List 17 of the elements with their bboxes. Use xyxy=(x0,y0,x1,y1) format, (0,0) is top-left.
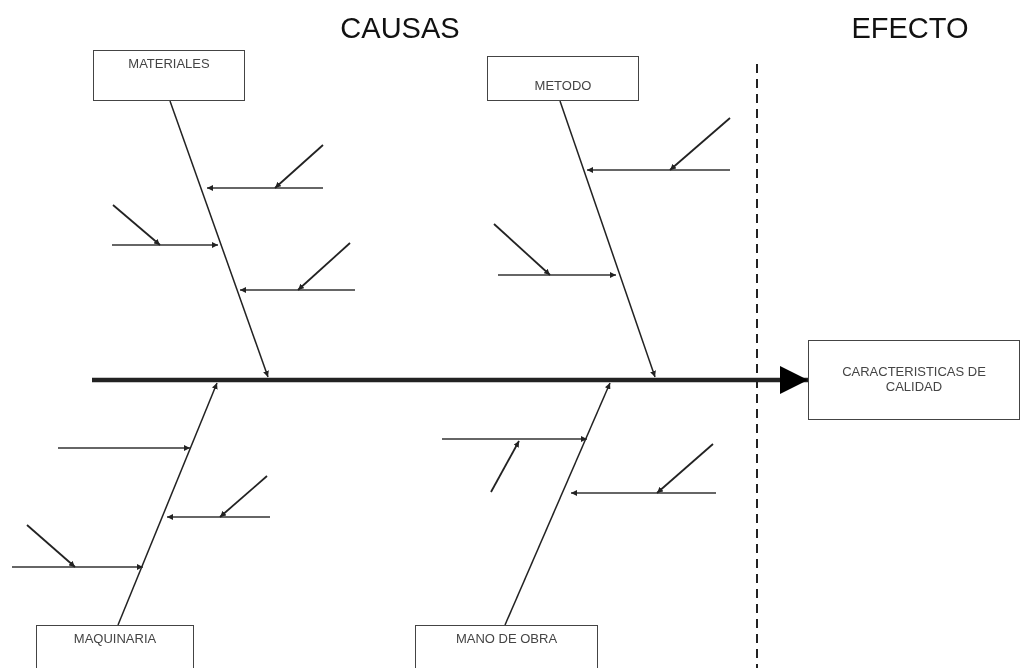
section-heading: CAUSAS xyxy=(340,12,460,45)
bone-arrow xyxy=(504,382,611,626)
category-label: MAQUINARIA xyxy=(73,632,157,647)
category-label: METODO xyxy=(534,79,592,94)
effect-box xyxy=(808,340,1020,420)
spine-arrow xyxy=(92,366,808,394)
category-label: MANO DE OBRA xyxy=(455,632,558,647)
category-box xyxy=(93,50,245,101)
bone-arrow xyxy=(117,382,218,626)
effect-label: CARACTERISTICAS DE CALIDAD xyxy=(841,365,987,395)
bone-arrow xyxy=(559,100,656,378)
category-box xyxy=(415,625,598,668)
bone-arrow xyxy=(169,100,269,378)
category-label: MATERIALES xyxy=(128,57,210,72)
section-heading: EFECTO xyxy=(851,12,969,45)
category-box xyxy=(487,56,639,101)
category-box xyxy=(36,625,194,668)
